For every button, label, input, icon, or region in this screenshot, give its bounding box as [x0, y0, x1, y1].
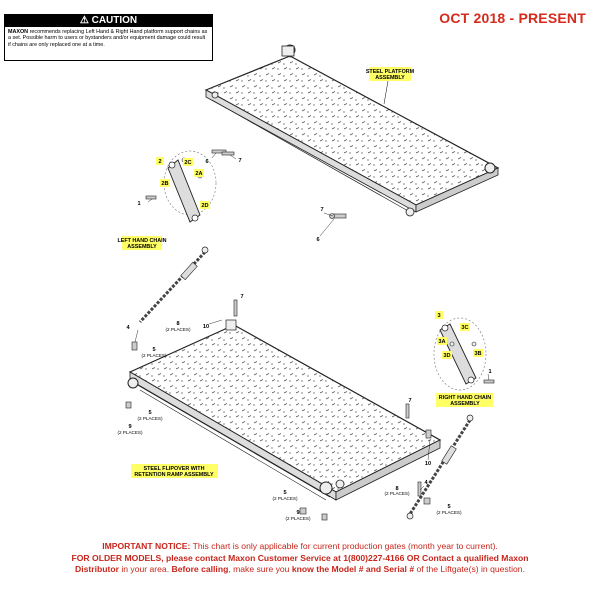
callout-6-mid: 6	[316, 237, 319, 243]
notice-text-c: of the Liftgate(s) in question.	[414, 564, 525, 575]
notice-distributor: Distributor	[75, 564, 119, 575]
notice-line-2: FOR OLDER MODELS, please contact Maxon C…	[0, 553, 600, 565]
notice-line-2-text: FOR OLDER MODELS, please contact Maxon C…	[71, 552, 529, 563]
flipover-label-2: RETENTION RAMP ASSEMBLY	[134, 472, 214, 478]
notice-before-calling: Before calling	[171, 564, 229, 575]
callout-8-left-note: (2 PLACES)	[165, 327, 190, 332]
left-hand-chain	[138, 246, 209, 324]
callout-3b: 3B	[474, 351, 481, 357]
part-callouts: 2 2C 2A 2B 2D 1 6 7 7 6 7 4 8 (2 PLACES)…	[117, 157, 492, 521]
callout-5-right: 5	[447, 504, 450, 510]
callout-9-bottom: 9	[296, 510, 299, 516]
callout-8-right-note: (2 PLACES)	[384, 491, 409, 496]
callout-8-left: 8	[176, 321, 179, 327]
warning-triangle-icon: ⚠	[79, 15, 89, 26]
callout-7-mid: 7	[320, 207, 323, 213]
callout-7-top: 7	[238, 158, 241, 164]
leader-lines	[134, 152, 490, 491]
steel-platform-label: STEEL PLATFORM	[366, 69, 415, 75]
pin-hardware-top	[211, 149, 347, 219]
callout-5-left-note: (2 PLACES)	[141, 353, 166, 358]
callout-9-bottom-note: (2 PLACES)	[285, 516, 310, 521]
callout-2: 2	[158, 159, 161, 165]
notice-line-3: Distributor in your area. Before calling…	[0, 564, 600, 576]
callout-10-right: 10	[425, 461, 431, 467]
caution-title: CAUTION	[91, 15, 138, 26]
callout-7-left: 7	[240, 294, 243, 300]
caution-message: recommends replacing Left Hand & Right H…	[8, 29, 208, 48]
callout-10-left: 10	[203, 324, 209, 330]
caution-box: ⚠ CAUTION MAXON recommends replacing Lef…	[4, 14, 213, 61]
left-chain-label: LEFT HAND CHAIN	[117, 238, 166, 244]
callout-3d: 3D	[443, 353, 450, 359]
callout-4-right: 4	[424, 480, 428, 486]
steel-flipover-assembly	[127, 319, 442, 501]
right-hand-chain	[406, 414, 474, 520]
callout-9-flip-note: (2 PLACES)	[117, 430, 142, 435]
notice-text-b: , make sure you	[228, 564, 292, 575]
caution-header: ⚠ CAUTION	[5, 15, 212, 27]
callout-2a: 2A	[195, 171, 202, 177]
callout-5-bottom-note: (2 PLACES)	[272, 496, 297, 501]
callout-2d: 2D	[201, 203, 208, 209]
callout-6-top: 6	[205, 159, 208, 165]
notice-heading: IMPORTANT NOTICE:	[102, 541, 191, 551]
callout-4-left: 4	[126, 325, 130, 331]
callout-8-right: 8	[395, 486, 398, 492]
callout-5-right-note: (2 PLACES)	[436, 510, 461, 515]
callout-2c: 2C	[184, 160, 191, 166]
caution-text: MAXON recommends replacing Left Hand & R…	[5, 27, 212, 50]
callout-9-flip: 9	[128, 424, 131, 430]
right-chain-label-2: ASSEMBLY	[450, 401, 480, 407]
notice-line-1-text: This chart is only applicable for curren…	[190, 541, 498, 551]
callout-5-flip-note: (2 PLACES)	[137, 416, 162, 421]
left-chain-label-2: ASSEMBLY	[127, 244, 157, 250]
callout-7-right: 7	[408, 398, 411, 404]
small-hardware	[125, 299, 432, 521]
flipover-label: STEEL FLIPOVER WITH	[144, 466, 205, 472]
steel-platform-assembly	[204, 44, 500, 217]
callout-5-bottom: 5	[283, 490, 286, 496]
callout-1: 1	[137, 201, 140, 207]
notice-model-serial: know the Model # and Serial #	[291, 564, 415, 575]
callout-2b: 2B	[161, 181, 168, 187]
important-notice: IMPORTANT NOTICE: This chart is only app…	[0, 541, 600, 576]
right-chain-label: RIGHT HAND CHAIN	[439, 395, 492, 401]
callout-5-left: 5	[152, 347, 155, 353]
callout-5-flip: 5	[148, 410, 151, 416]
callout-3: 3	[437, 313, 440, 319]
callout-3c: 3C	[461, 325, 468, 331]
steel-platform-label-2: ASSEMBLY	[375, 75, 405, 81]
notice-text-a: in your area.	[118, 564, 172, 575]
callout-1-right: 1	[488, 369, 491, 375]
caution-brand: MAXON	[8, 29, 29, 35]
date-range: OCT 2018 - PRESENT	[439, 10, 586, 26]
notice-line-1: IMPORTANT NOTICE: This chart is only app…	[0, 541, 600, 553]
callout-3a: 3A	[438, 339, 445, 345]
left-chain-bracket	[145, 157, 203, 223]
